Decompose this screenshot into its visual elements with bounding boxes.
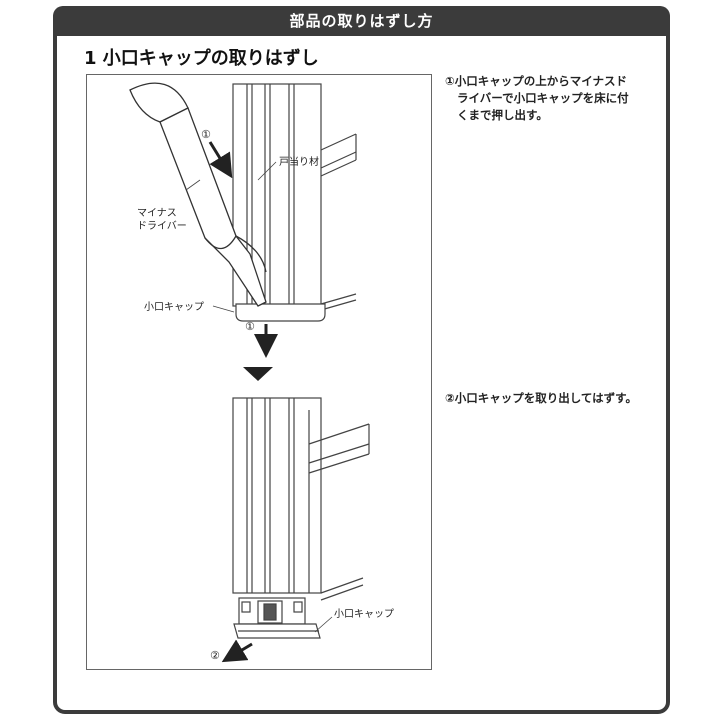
label-screwdriver-line1: マイナス [137, 207, 177, 219]
label-screwdriver-line2: ドライバー [137, 220, 187, 232]
step-2-line-1: ②小口キャップを取り出してはずす。 [445, 391, 638, 405]
step-1-line-1: ①小口キャップの上からマイナスド [445, 74, 628, 88]
header-title: 部品の取りはずし方 [289, 12, 434, 30]
step-1-line-2: ライバーで小口キャップを床に付 [457, 91, 629, 105]
leader-screwdriver [185, 179, 201, 191]
door-frame-bottom [232, 397, 370, 601]
section-title: 1 小口キャップの取りはずし [84, 48, 319, 69]
label-cap-bottom: 小口キャップ [334, 608, 394, 620]
end-cap-bottom [233, 597, 321, 639]
label-door-stop: 戸当り材 [279, 155, 319, 168]
header-bar: 部品の取りはずし方 [53, 6, 670, 36]
push-arrow-diagonal [208, 141, 233, 179]
step-1-line-3: くまで押し出す。 [457, 108, 548, 122]
remove-arrow [221, 639, 253, 663]
next-step-triangle [243, 367, 273, 381]
step-2-instructions: ②小口キャップを取り出してはずす。 [445, 390, 660, 407]
leader-door-stop [257, 161, 277, 181]
label-cap-top: 小口キャップ [144, 301, 204, 313]
end-cap-top [235, 303, 326, 322]
door-frame-top [232, 83, 357, 311]
screwdriver [129, 82, 267, 307]
step-marker-2: ② [210, 649, 220, 662]
step-marker-1a: ① [201, 128, 211, 141]
leader-cap-top [212, 305, 235, 313]
step-1-instructions: ①小口キャップの上からマイナスド ライバーで小口キャップを床に付 くまで押し出す… [445, 73, 660, 124]
step-marker-1b: ① [245, 320, 255, 333]
leader-cap-bottom [314, 616, 333, 633]
